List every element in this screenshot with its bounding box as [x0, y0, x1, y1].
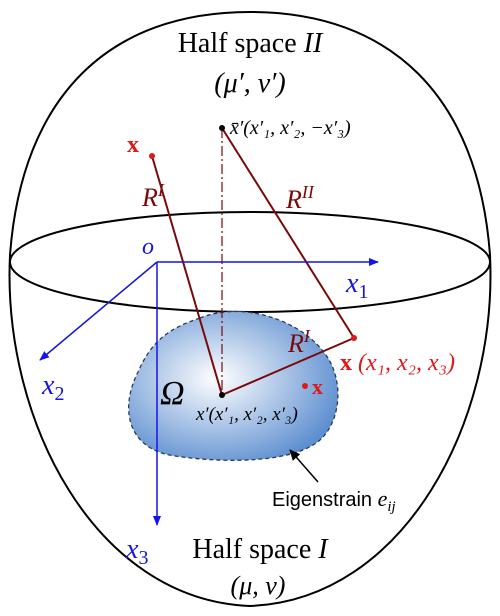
- distance-R-II-label: RII: [285, 182, 315, 214]
- field-point-upper-label: x: [127, 132, 139, 158]
- line-R-II: [221, 127, 355, 339]
- field-point-inside-label: x: [312, 374, 323, 399]
- eigenstrain-label: Eigenstrain eij: [272, 486, 396, 515]
- axis-x2: [39, 261, 158, 361]
- axis-x2-label: x2: [41, 370, 64, 405]
- inclusion-region: [128, 310, 339, 461]
- source-point-label: x′(x′₁, x′₂, x′₃): [195, 404, 298, 425]
- line-R-I-right: [221, 337, 355, 396]
- lower-region-params: (μ, ν): [231, 571, 286, 600]
- outer-boundary: [8, 10, 492, 608]
- axis-x3-label: x3: [125, 534, 148, 569]
- field-point-inside-dot: [302, 383, 308, 389]
- field-point-upper-dot: [149, 153, 155, 159]
- origin-label: o: [142, 234, 154, 260]
- inclusion-symbol: Ω: [160, 375, 185, 412]
- upper-region-params: (μ′, ν′): [214, 68, 285, 99]
- image-point-label: x̄′(x′₁, x′₂, −x′₃): [229, 117, 351, 139]
- eigenstrain-arrow: [289, 449, 319, 483]
- distance-R-I-left-label: RI: [141, 180, 165, 212]
- axis-x1-label: x1: [345, 268, 368, 303]
- image-point-dot: [219, 125, 225, 131]
- upper-region-label: Half space II: [178, 28, 324, 59]
- distance-R-I-right-label: RI: [287, 326, 311, 358]
- field-point-right-label: x (x₁, x₂, x₃): [340, 350, 455, 376]
- lower-region-label: Half space I: [192, 534, 329, 565]
- line-R-I-left: [151, 155, 223, 396]
- source-point-dot: [219, 392, 225, 398]
- field-point-right-dot: [351, 335, 357, 341]
